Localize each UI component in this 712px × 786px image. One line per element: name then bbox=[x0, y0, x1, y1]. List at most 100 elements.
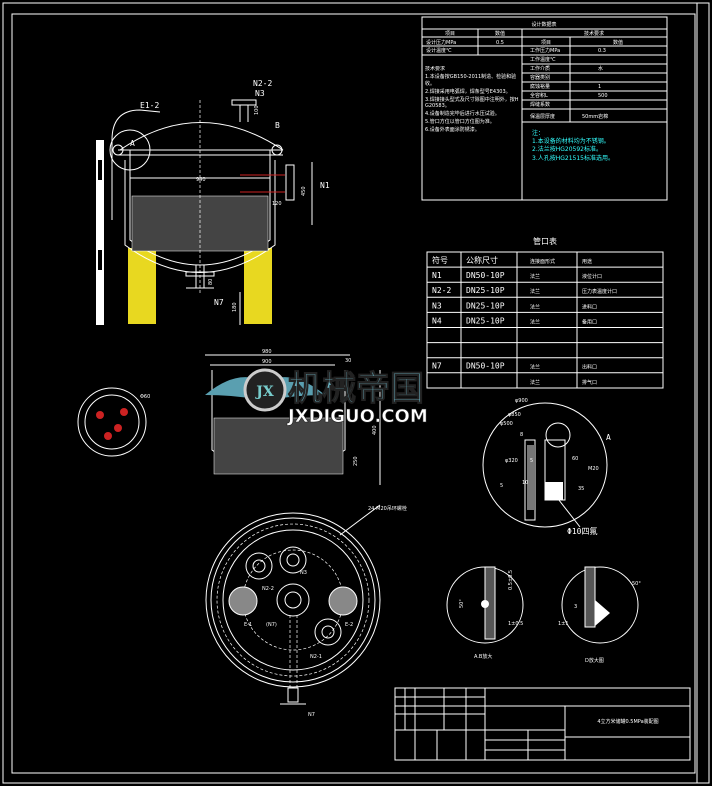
support-leg bbox=[96, 140, 104, 325]
dim: 100 bbox=[254, 105, 260, 115]
dim: 450 bbox=[301, 186, 307, 196]
svg-text:50mm岩棉: 50mm岩棉 bbox=[582, 113, 608, 120]
svg-text:全容积L: 全容积L bbox=[530, 92, 548, 99]
ptfe-label: Φ10四氟 bbox=[567, 526, 597, 536]
svg-text:φ900: φ900 bbox=[515, 398, 528, 404]
nozzle-cell: 出料口 bbox=[582, 364, 597, 371]
svg-text:N2-2: N2-2 bbox=[262, 586, 274, 592]
label-n7: N7 bbox=[214, 298, 224, 307]
nozzle-cell: N3 bbox=[432, 301, 442, 310]
tech-table-title: 设计数据表 bbox=[531, 21, 556, 28]
svg-text:5: 5 bbox=[530, 458, 533, 464]
cyan-note: 注： bbox=[532, 129, 544, 137]
nozzle-cell: 法兰 bbox=[530, 318, 540, 325]
nozzle-cell: 备用口 bbox=[582, 318, 597, 325]
header: 技术要求 bbox=[584, 30, 604, 37]
nozzle-header: 符号 bbox=[432, 255, 448, 265]
svg-text:400: 400 bbox=[372, 425, 378, 435]
svg-text:φ850: φ850 bbox=[508, 412, 521, 418]
nozzle-cell: N1 bbox=[432, 271, 442, 280]
svg-text:M20: M20 bbox=[588, 466, 599, 472]
cyan-note: 2.法兰按HG20592标准。 bbox=[532, 145, 602, 153]
inner-frame bbox=[11, 13, 696, 774]
svg-text:1±0.5: 1±0.5 bbox=[508, 621, 523, 627]
insulation-right bbox=[244, 248, 272, 324]
basket-view: 980 900 30 400 250 bbox=[205, 349, 381, 485]
nozzle-cell: 法兰 bbox=[530, 303, 540, 310]
note: 2.焊接采用电弧焊，焊条型号E4303。 bbox=[425, 88, 511, 95]
svg-text:980: 980 bbox=[262, 349, 272, 355]
watermark-emblem: JX bbox=[254, 384, 274, 400]
header: 项目 bbox=[445, 31, 455, 37]
title-block: 4立方米储罐0.5MPa装配图 bbox=[394, 687, 691, 761]
svg-text:8: 8 bbox=[520, 432, 523, 438]
svg-text:φ320: φ320 bbox=[505, 458, 518, 464]
nozzle-cell: 法兰 bbox=[530, 379, 540, 386]
nozzle-cell: 压力表温度计口 bbox=[582, 288, 617, 295]
dim: 180 bbox=[232, 302, 238, 312]
nozzle-cell: 排气口 bbox=[582, 379, 597, 386]
svg-text:0.5±0.5: 0.5±0.5 bbox=[508, 570, 514, 590]
dim: 120 bbox=[272, 201, 282, 207]
watermark-url: JXDIGUO.COM bbox=[286, 406, 428, 427]
label-e1-2: E1-2 bbox=[140, 101, 159, 110]
svg-text:1: 1 bbox=[598, 84, 601, 90]
nozzle-cell: DN50-10P bbox=[466, 362, 505, 371]
nozzle-table-title: 管口表 bbox=[533, 236, 557, 246]
cell: 数值 bbox=[613, 39, 623, 46]
detail-ab: 50° 0.5±0.5 1±0.5 A.B放大 bbox=[446, 566, 524, 660]
nozzle-header: 用途 bbox=[582, 258, 592, 265]
svg-text:50°: 50° bbox=[632, 581, 641, 587]
svg-text:500: 500 bbox=[598, 93, 608, 99]
detail-d: 50° 3 1±1 D放大图 bbox=[558, 566, 641, 664]
nozzle-cell: 液位计口 bbox=[582, 273, 602, 280]
svg-text:N7: N7 bbox=[308, 712, 315, 718]
nozzle-header: 公称尺寸 bbox=[466, 255, 498, 265]
cell: 设计温度℃ bbox=[426, 47, 452, 54]
nozzle-cell: 法兰 bbox=[530, 273, 540, 280]
label-n3: N3 bbox=[255, 89, 265, 98]
nozzle-cell: N2-2 bbox=[432, 286, 451, 295]
nozzle-cell: DN25-10P bbox=[466, 301, 505, 310]
note: 5.管口方位以管口方位图为准。 bbox=[425, 119, 495, 125]
svg-text:工作介质: 工作介质 bbox=[530, 65, 550, 72]
detail-a: A φ900 φ850 φ500 φ320 8 5 5 10 M20 35 60… bbox=[482, 398, 611, 536]
note: 1.本设备按GB150-2011制造、检验和验收。 bbox=[425, 74, 517, 87]
plan-view: 24-M20吊环螺栓 N3 N2-2 E-1 (N7) E-2 N2-1 N7 bbox=[205, 504, 407, 718]
label-a: A bbox=[130, 139, 135, 148]
nozzle-cell: 法兰 bbox=[530, 364, 540, 371]
nozzle-cell: N4 bbox=[432, 316, 442, 325]
vessel-elevation-view: E1-2 N2-2 N3 B A 940 120 450 N1 100 80 N… bbox=[96, 79, 330, 325]
nozzle-cell: N7 bbox=[432, 362, 442, 371]
nozzle-header: 连接面形式 bbox=[530, 258, 555, 265]
top-head bbox=[119, 122, 284, 151]
ab-caption: A.B放大 bbox=[474, 653, 492, 660]
svg-text:900: 900 bbox=[262, 359, 272, 365]
cell: 项目 bbox=[541, 40, 551, 46]
bolt-note: 24-M20吊环螺栓 bbox=[368, 505, 407, 512]
nozzle-cell: DN25-10P bbox=[466, 316, 505, 325]
svg-text:容器类别: 容器类别 bbox=[530, 74, 550, 81]
nozzle-cell: 法兰 bbox=[530, 288, 540, 295]
svg-text:焊缝系数: 焊缝系数 bbox=[530, 101, 550, 108]
svg-text:1±1: 1±1 bbox=[558, 621, 569, 627]
d-caption: D放大图 bbox=[585, 657, 604, 664]
insulation-left bbox=[128, 248, 156, 324]
svg-text:60: 60 bbox=[572, 456, 578, 462]
svg-text:工作温度℃: 工作温度℃ bbox=[530, 56, 556, 63]
svg-text:(N7): (N7) bbox=[266, 622, 277, 628]
header: 数值 bbox=[495, 30, 505, 37]
svg-text:E-2: E-2 bbox=[345, 622, 353, 628]
label-n2-2: N2-2 bbox=[253, 79, 272, 88]
note: 4.设备制造完毕后进行水压试验。 bbox=[425, 111, 500, 117]
note: 技术要求 bbox=[425, 66, 446, 72]
svg-text:E-1: E-1 bbox=[244, 622, 252, 628]
watermark-logo: JX 机械帝国 JXDIGUO.COM bbox=[205, 368, 428, 427]
drawing-title: 4立方米储罐0.5MPa装配图 bbox=[597, 718, 658, 725]
svg-text:Φ60: Φ60 bbox=[140, 394, 150, 400]
svg-text:30: 30 bbox=[345, 358, 351, 364]
